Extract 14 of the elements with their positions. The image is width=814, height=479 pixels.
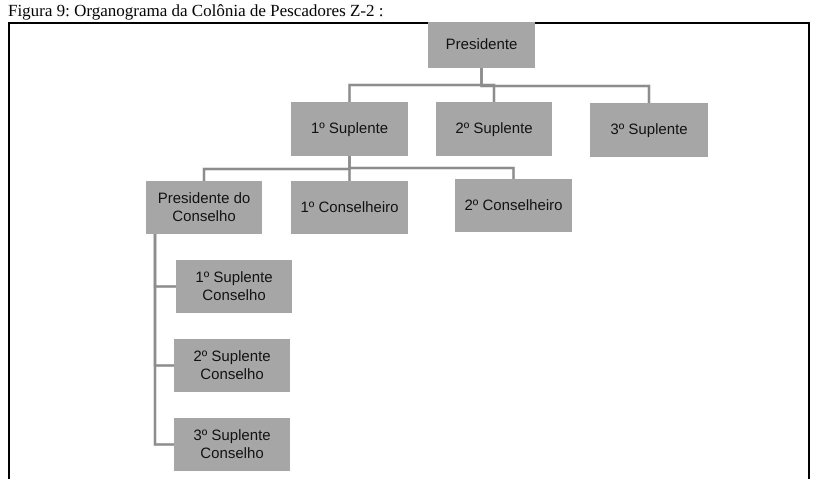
connector-line bbox=[154, 234, 174, 446]
figure-title: Figura 9: Organograma da Colônia de Pescadores Z-2 : bbox=[8, 1, 384, 21]
org-box: 1º Suplente bbox=[291, 102, 408, 156]
org-box: 3º Suplente Conselho bbox=[174, 418, 290, 471]
org-box: Presidente do Conselho bbox=[146, 181, 262, 234]
org-box: 2º Suplente bbox=[436, 102, 552, 156]
connector-line bbox=[348, 156, 515, 179]
org-box: 2º Suplente Conselho bbox=[174, 339, 290, 392]
org-box: 1º Suplente Conselho bbox=[176, 260, 292, 313]
connector-line bbox=[480, 68, 650, 103]
org-box: 3º Suplente bbox=[590, 103, 708, 157]
org-box: 2º Conselheiro bbox=[455, 179, 572, 232]
org-box: 1º Conselheiro bbox=[291, 181, 408, 234]
org-box: Presidente bbox=[428, 22, 535, 68]
